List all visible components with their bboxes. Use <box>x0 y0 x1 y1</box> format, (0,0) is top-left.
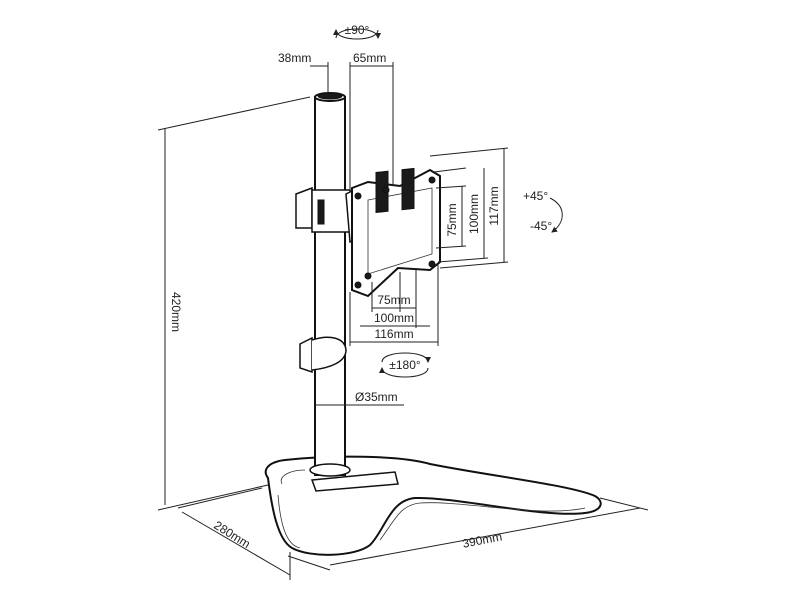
rotate-arrow <box>379 352 431 378</box>
plate-height-label: 117mm <box>487 186 501 225</box>
vesa-height-large-label: 100mm <box>467 194 481 234</box>
vesa-height-small-label: 75mm <box>445 203 459 236</box>
base <box>264 455 602 556</box>
cable-clip <box>299 336 347 374</box>
pole <box>309 92 351 477</box>
pole-offset-label: 38mm <box>278 51 311 65</box>
tilt-up-label: +45° <box>523 189 548 203</box>
height-label: 420mm <box>169 292 183 332</box>
pole-diameter-label: Ø35mm <box>355 390 398 404</box>
tilt-arrow <box>549 197 563 233</box>
tilt-down-label: -45° <box>530 219 552 233</box>
rotate-label: ±180° <box>389 358 421 372</box>
base-width-label: 390mm <box>461 529 503 550</box>
swivel-label: ±90° <box>345 23 370 37</box>
vesa-width-large-label: 100mm <box>374 311 414 325</box>
swivel-arrow <box>333 28 381 40</box>
vesa-plate <box>351 167 441 298</box>
plate-offset-label: 65mm <box>353 51 386 65</box>
dimension-lines <box>157 62 649 580</box>
plate-width-label: 116mm <box>374 327 413 341</box>
base-depth-label: 280mm <box>211 518 252 551</box>
vesa-width-small-label: 75mm <box>377 293 410 307</box>
